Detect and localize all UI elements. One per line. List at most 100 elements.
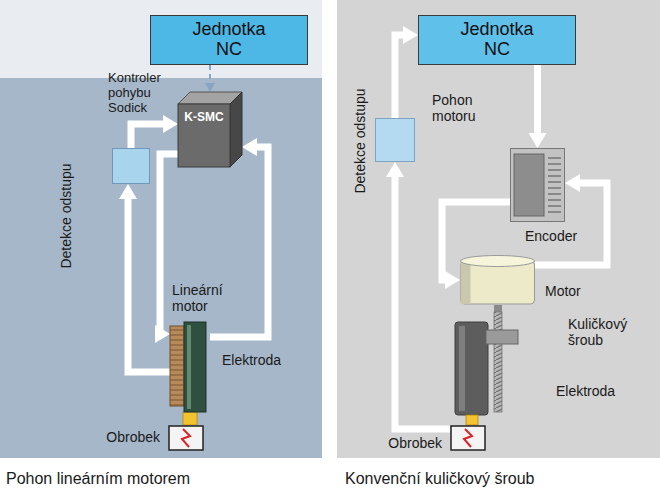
workpiece: Obrobek xyxy=(450,425,490,451)
connector xyxy=(131,124,164,148)
connector xyxy=(128,198,170,372)
part-label: Elektroda xyxy=(222,352,281,368)
connector xyxy=(209,65,211,84)
detection-box: Detekce odstupu xyxy=(375,118,415,162)
part-label: Lineární motor xyxy=(172,282,234,314)
drive-vent xyxy=(548,193,561,195)
controller-cube xyxy=(178,92,242,167)
part-label: Obrobek xyxy=(388,435,442,451)
panel-strip xyxy=(0,0,322,78)
arrowhead xyxy=(445,271,460,289)
connector-group xyxy=(205,65,215,92)
electrode-body xyxy=(455,322,488,415)
coil-winding xyxy=(170,400,184,401)
motor-body xyxy=(461,261,535,304)
motor-drive-symbol xyxy=(510,148,565,222)
part-label: Obrobek xyxy=(106,429,160,445)
coil-winding xyxy=(170,355,184,356)
ball-nut xyxy=(486,330,518,344)
coil-winding xyxy=(170,365,184,366)
coil-winding xyxy=(170,345,184,346)
drive-vent xyxy=(548,211,561,213)
spark-symbol xyxy=(182,429,190,447)
panel-ground xyxy=(0,0,322,458)
coil-winding xyxy=(170,375,184,376)
coil-winding xyxy=(170,335,184,336)
arrowhead xyxy=(403,26,418,44)
core-highlight xyxy=(187,325,191,409)
drive-vent xyxy=(548,205,561,207)
coil-winding xyxy=(170,380,184,381)
arrowhead xyxy=(386,162,404,177)
motor-drive: Pohon motoru xyxy=(510,148,565,222)
caption: Konvenční kuličkový šroub xyxy=(345,470,534,488)
box-label: Jednotka NC xyxy=(184,20,274,60)
drive-vent xyxy=(548,175,561,177)
drive-front xyxy=(514,154,544,216)
coil-winding xyxy=(170,385,184,386)
linear-motor: Lineární motor xyxy=(170,322,210,412)
workpiece: Obrobek xyxy=(168,425,204,451)
panel-ground xyxy=(337,0,660,458)
cube-front xyxy=(178,104,230,167)
arrowhead xyxy=(529,133,547,148)
drive-vent xyxy=(548,163,561,165)
process-box: Jednotka NC xyxy=(418,15,576,65)
electrode-tip xyxy=(466,415,478,425)
connector-group xyxy=(386,162,450,429)
coil-winding xyxy=(170,340,184,341)
part-label: Motor xyxy=(545,283,581,299)
coil-winding xyxy=(170,330,184,331)
part-label: Pohon motoru xyxy=(432,92,502,124)
arrowhead xyxy=(565,174,580,192)
connector-group xyxy=(529,65,547,148)
connector-group xyxy=(210,138,268,337)
motor-cap xyxy=(461,256,535,267)
connector-group xyxy=(155,154,178,343)
workpiece-block xyxy=(451,426,485,450)
box-label: K-SMC xyxy=(178,110,230,124)
ball-screw xyxy=(494,312,502,412)
electrode-tip xyxy=(183,412,197,425)
connector-group xyxy=(131,115,178,148)
spark-symbol xyxy=(464,429,472,447)
workpiece-symbol xyxy=(450,425,490,451)
workpiece-symbol xyxy=(168,425,204,451)
drive-vent xyxy=(548,199,561,201)
arrowhead xyxy=(119,184,137,199)
motor-symbol xyxy=(460,255,535,305)
detection-box: Detekce odstupu xyxy=(112,148,150,184)
drive-vent xyxy=(548,169,561,171)
coil-winding xyxy=(170,390,184,391)
caption: Pohon lineárním motorem xyxy=(6,470,190,488)
workpiece-block xyxy=(169,426,203,450)
part-label: Detekce odstupu xyxy=(58,163,74,268)
connector xyxy=(534,65,541,134)
drive-case xyxy=(511,149,565,222)
motor-shade xyxy=(461,261,471,304)
panel: Pohon lineárním motoremJednotka NCKontro… xyxy=(0,0,322,458)
coil-winding xyxy=(170,360,184,361)
process-box: Jednotka NC xyxy=(150,15,308,65)
arrowhead xyxy=(242,138,257,156)
part-label: Encoder xyxy=(525,228,577,244)
coil-winding xyxy=(170,395,184,396)
coil-winding xyxy=(170,350,184,351)
connector xyxy=(395,176,450,429)
motor-core xyxy=(184,322,206,412)
arrowhead xyxy=(163,115,178,133)
controller-box: Kontroler pohybu SodickK-SMC xyxy=(178,92,242,167)
connector xyxy=(395,35,404,118)
connector-group xyxy=(395,26,418,118)
arrowhead xyxy=(205,83,215,92)
motor-coil xyxy=(170,326,184,406)
drive-vent xyxy=(548,187,561,189)
electrode-highlight xyxy=(459,326,465,411)
box-label: Jednotka NC xyxy=(452,20,542,60)
motor: Motor xyxy=(460,255,535,305)
connector xyxy=(210,147,268,337)
part-label: Kontroler pohybu Sodick xyxy=(108,70,172,115)
